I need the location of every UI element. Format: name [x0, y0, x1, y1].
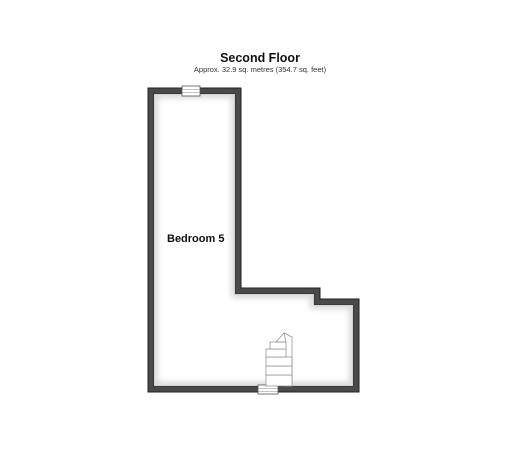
window-icon: [181, 85, 201, 97]
floor-title: Second Floor: [220, 51, 300, 65]
floor-area-text: Approx. 32.9 sq. metres (354.7 sq. feet): [193, 65, 327, 74]
staircase-icon: [265, 332, 293, 387]
door-opening-icon: [257, 384, 279, 395]
wall-shadow: [154, 94, 353, 386]
room-label-bedroom: Bedroom 5: [167, 233, 224, 245]
